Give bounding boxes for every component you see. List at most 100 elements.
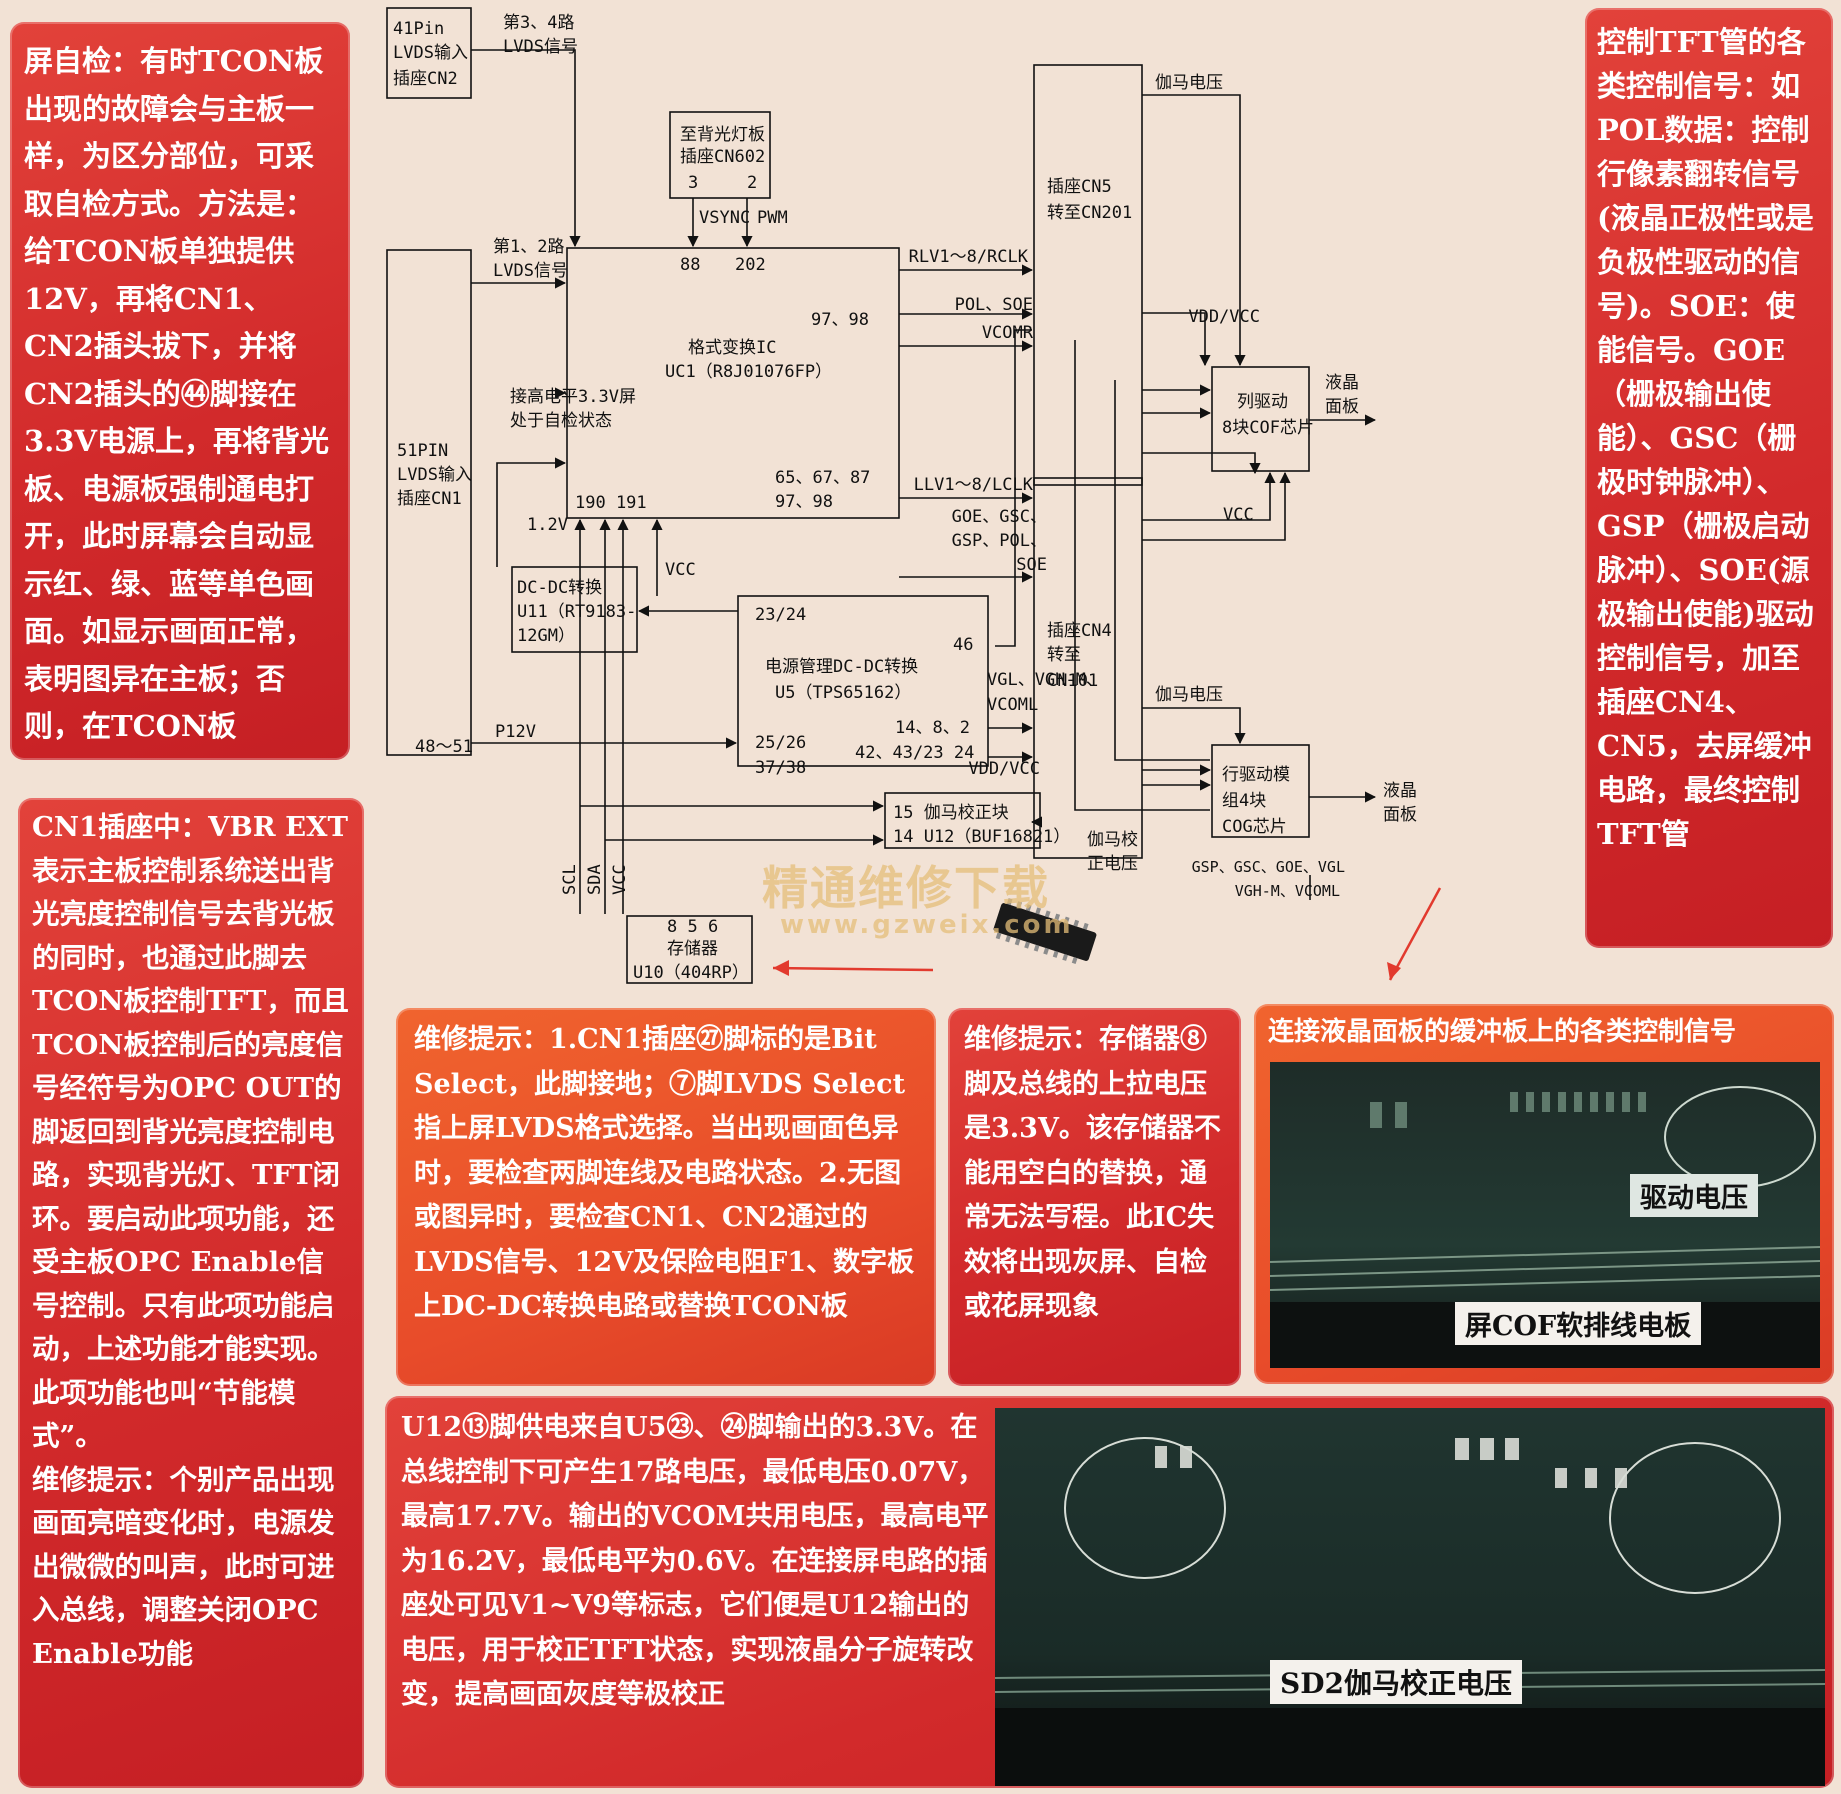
u5-pin-46: 46 bbox=[953, 635, 973, 655]
uc1-pins-190-191: 190 191 bbox=[575, 493, 647, 513]
buffer-board-photo: 驱动电压 屏COF软排线电板 bbox=[1270, 1062, 1820, 1368]
column-driver-1: 列驱动 bbox=[1237, 392, 1288, 412]
backlight-socket-box bbox=[669, 111, 771, 199]
cn2-label-1: 41Pin bbox=[393, 19, 444, 39]
gamma-voltage-top: 伽马电压 bbox=[1155, 73, 1223, 93]
watermark-url: www.gzweix.com bbox=[780, 910, 1074, 940]
u11-label-3: 12GM） bbox=[517, 626, 575, 646]
rlv-label: RLV1～8/RCLK bbox=[909, 247, 1029, 267]
gamma-correction-1: 伽马校 bbox=[1087, 830, 1138, 850]
cn1-tip-text: 维修提示：个别产品出现画面亮暗变化时，电源发出微微的叫声，此时可进入总线，调整关… bbox=[32, 1463, 335, 1670]
lvds-tip-panel: 维修提示：1.CN1插座㉗脚标的是Bit Select，此脚接地；⑦脚LVDS … bbox=[396, 1008, 936, 1386]
u5-pins-left-1: 25/26 bbox=[755, 733, 806, 753]
pointer-to-buffer bbox=[1388, 887, 1442, 981]
cn2-signal-2: LVDS信号 bbox=[503, 37, 578, 57]
memory-label: 存储器 bbox=[667, 939, 718, 959]
lcd-panel-top-2: 面板 bbox=[1325, 397, 1359, 417]
cn1-signal-1: 第1、2路 bbox=[493, 237, 564, 257]
cn4-label-2: 转至 bbox=[1047, 645, 1081, 665]
watermark-cn: 精通维修下载 bbox=[762, 861, 1050, 915]
lvds-tip-text: 维修提示：1.CN1插座㉗脚标的是Bit Select，此脚接地；⑦脚LVDS … bbox=[414, 1024, 915, 1322]
bottom-signals-2: VGH-M、VCOML bbox=[1235, 882, 1340, 900]
cn1-signal-2: LVDS信号 bbox=[493, 261, 568, 281]
cn2-label-3: 插座CN2 bbox=[393, 69, 458, 89]
backlight-pin-2: 2 bbox=[747, 173, 757, 193]
uc1-pins-right-bottom-1: 65、67、87 bbox=[775, 468, 870, 488]
cn4-socket-box bbox=[1033, 477, 1143, 859]
vcc-label: VCC bbox=[665, 560, 696, 580]
llv-label: LLV1～8/LCLK bbox=[914, 475, 1034, 495]
pol-soe-label: POL、SOE bbox=[955, 295, 1033, 315]
u12-text: U12⑬脚供电来自U5㉓、㉔脚输出的3.3V。在总线控制下可产生17路电压，最低… bbox=[401, 1412, 989, 1710]
uc1-label-2: UC1（R8J01076FP） bbox=[665, 362, 832, 382]
self-test-hint-1: 接高电平3.3V屏 bbox=[510, 387, 636, 407]
gamma-block-2: 14 U12（BUF16821） bbox=[893, 827, 1070, 847]
diagram-labels: 41Pin LVDS输入 插座CN2 第3、4路 LVDS信号 至背光灯板 插座… bbox=[393, 13, 1417, 983]
vdd-vcc-top: VDD/VCC bbox=[1188, 307, 1260, 327]
cn2-socket-box bbox=[386, 7, 472, 99]
uc1-format-ic-box bbox=[566, 247, 900, 519]
lcd-panel-top-1: 液晶 bbox=[1325, 373, 1359, 393]
memory-tip-text: 维修提示：存储器⑧脚及总线的上拉电压是3.3V。该存储器不能用空白的替换，通常无… bbox=[964, 1024, 1221, 1322]
cn1-socket-text: CN1插座中：VBR EXT表示主板控制系统送出背光亮度控制信号去背光板的同时，… bbox=[32, 811, 349, 1452]
goe-group-1: GOE、GSC、 bbox=[952, 507, 1047, 527]
column-driver-2: 8块COF芯片 bbox=[1222, 418, 1314, 438]
u5-pins-right-2: 42、43/23 24 bbox=[855, 743, 974, 763]
v12-label: 1.2V bbox=[527, 515, 568, 535]
cn5-socket-box bbox=[1033, 64, 1143, 486]
buffer-board-title: 连接液晶面板的缓冲板上的各类控制信号 bbox=[1268, 1017, 1737, 1047]
vsync-label: VSYNC bbox=[699, 208, 750, 228]
vgl-label-1: VGL、VGH-M、 bbox=[987, 670, 1103, 690]
u11-dcdc-box bbox=[511, 566, 638, 653]
cn1-socket-box bbox=[386, 249, 472, 756]
self-test-hint-2: 处于自检状态 bbox=[510, 411, 612, 431]
tft-control-panel: 控制TFT管的各类控制信号：如POL数据：控制行像素翻转信号(液晶正极性或是负极… bbox=[1585, 8, 1833, 948]
tft-control-text: 控制TFT管的各类控制信号：如POL数据：控制行像素翻转信号(液晶正极性或是负极… bbox=[1597, 25, 1814, 851]
memory-part: U10（404RP） bbox=[633, 963, 749, 983]
row-driver-3: COG芯片 bbox=[1222, 817, 1287, 837]
vgl-label-2: VCOML bbox=[987, 695, 1038, 715]
u5-pins-left-2: 37/38 bbox=[755, 758, 806, 778]
backlight-label-2: 插座CN602 bbox=[680, 147, 765, 167]
uc1-label-1: 格式变换IC bbox=[688, 338, 776, 358]
gamma-block-1: 15 伽马校正块 bbox=[893, 803, 1009, 823]
lcd-panel-bottom-1: 液晶 bbox=[1383, 781, 1417, 801]
lcd-panel-bottom-2: 面板 bbox=[1383, 805, 1417, 825]
goe-group-2: GSP、POL、 bbox=[952, 531, 1047, 551]
vcc-cn4: VCC bbox=[1223, 505, 1254, 525]
cn2-label-2: LVDS输入 bbox=[393, 43, 468, 63]
uc1-pins-right-bottom-2: 97、98 bbox=[775, 492, 833, 512]
cn1-label-1: 51PIN bbox=[397, 441, 448, 461]
u11-label-1: DC-DC转换 bbox=[517, 578, 602, 598]
cof-board-label: 屏COF软排线电板 bbox=[1455, 1302, 1702, 1345]
bus-scl: SCL bbox=[560, 864, 580, 895]
goe-group-3: SOE bbox=[1016, 555, 1047, 575]
memory-tip-panel: 维修提示：存储器⑧脚及总线的上拉电压是3.3V。该存储器不能用空白的替换，通常无… bbox=[948, 1008, 1241, 1386]
u12-board-traces bbox=[995, 1437, 1825, 1786]
bus-sda: SDA bbox=[585, 864, 605, 895]
cn4-label-3: CN101 bbox=[1047, 671, 1098, 691]
u11-label-2: U11（RT9183- bbox=[517, 602, 636, 622]
gamma-sd2-label: SD2伽马校正电压 bbox=[1270, 1660, 1522, 1704]
self-test-panel: 屏自检：有时TCON板出现的故障会与主板一样，为区分部位，可采取自检方式。方法是… bbox=[10, 22, 350, 760]
row-driver-1: 行驱动模 bbox=[1222, 765, 1290, 785]
cn1-label-3: 插座CN1 bbox=[397, 489, 462, 509]
cn2-signal-1: 第3、4路 bbox=[503, 13, 574, 33]
memory-pins: 8 5 6 bbox=[667, 917, 718, 937]
u5-pin-23-24: 23/24 bbox=[755, 605, 806, 625]
row-driver-2: 组4块 bbox=[1222, 791, 1266, 811]
cn5-label-2: 转至CN201 bbox=[1047, 203, 1132, 223]
gamma-voltage-bottom: 伽马电压 bbox=[1155, 685, 1223, 705]
u5-power-box bbox=[737, 595, 989, 767]
pointer-to-memory bbox=[772, 966, 934, 972]
row-driver-box bbox=[1211, 744, 1310, 838]
tcon-block-diagram: 41Pin LVDS输入 插座CN2 第3、4路 LVDS信号 至背光灯板 插座… bbox=[386, 7, 1442, 984]
uc1-pin-202: 202 bbox=[735, 255, 766, 275]
u12-board-photo: SD2伽马校正电压 bbox=[995, 1408, 1825, 1786]
cn5-label-1: 插座CN5 bbox=[1047, 177, 1112, 197]
cn1-label-2: LVDS输入 bbox=[397, 465, 472, 485]
cn1-pins-48-51: 48～51 bbox=[415, 737, 473, 757]
self-test-text: 屏自检：有时TCON板出现的故障会与主板一样，为区分部位，可采取自检方式。方法是… bbox=[24, 44, 329, 743]
uc1-pin-88: 88 bbox=[680, 255, 700, 275]
cn4-label-1: 插座CN4 bbox=[1047, 621, 1112, 641]
